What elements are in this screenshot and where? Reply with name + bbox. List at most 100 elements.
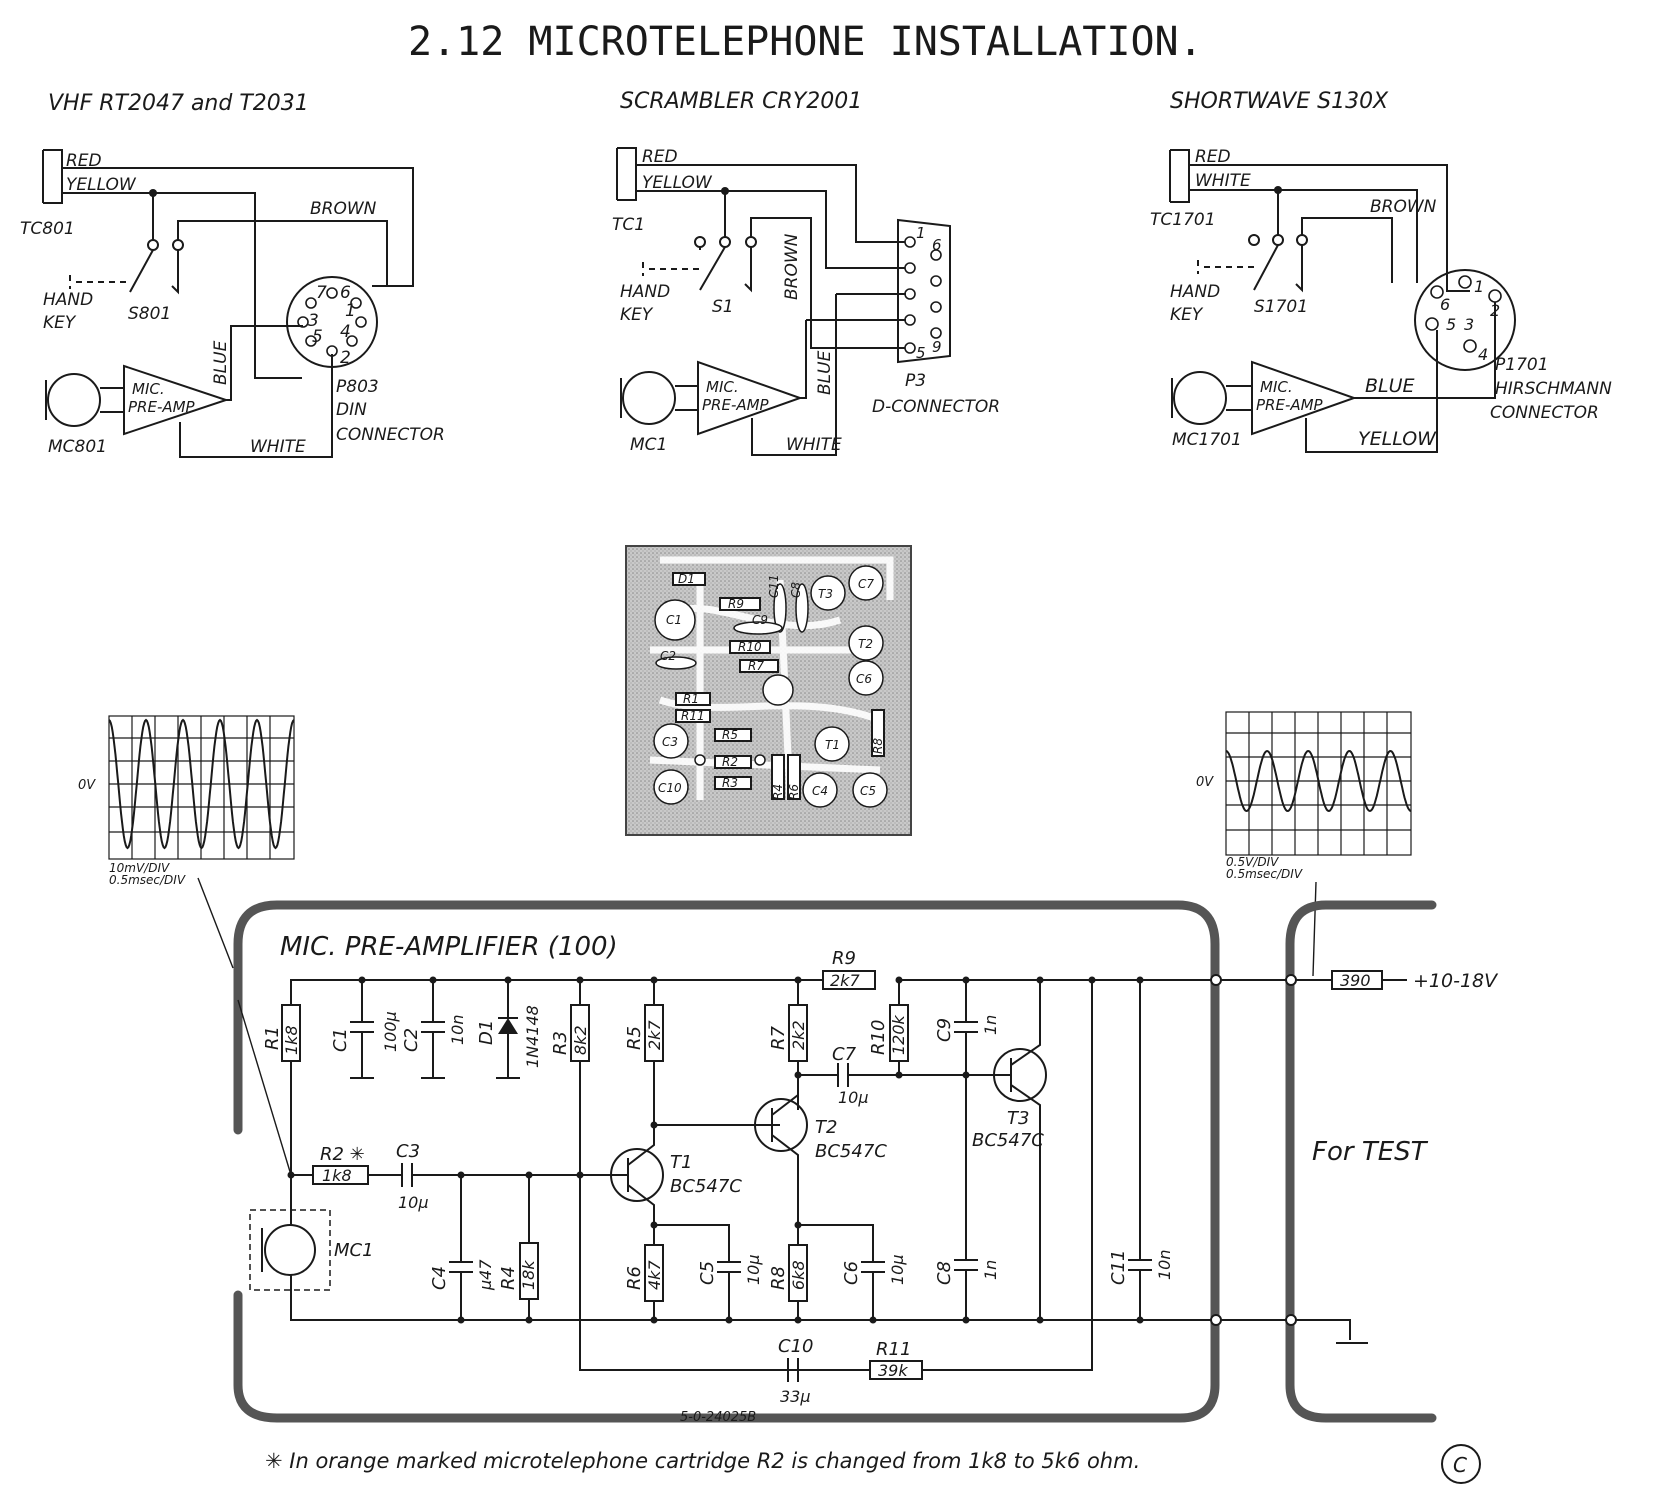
scrambler-switch-label: S1 — [712, 297, 734, 317]
shortwave-wire-brown: BROWN — [1370, 197, 1437, 217]
shortwave-wire-blue: BLUE — [1365, 375, 1415, 397]
drawing-number: 5-0-24025B — [680, 1410, 756, 1425]
pcb-label-r3: R3 — [722, 776, 738, 790]
scrambler-wire-white: WHITE — [786, 435, 842, 455]
pcb-label-c3: C3 — [662, 735, 678, 749]
vhf-wire-blue: BLUE — [211, 340, 231, 385]
vhf-yellow-wire — [62, 192, 302, 379]
mc1-mic-icon — [264, 1224, 316, 1276]
c11-capacitor — [1128, 980, 1152, 1320]
pcb-label-c5: C5 — [860, 784, 876, 798]
r2-value: 1k8 — [322, 1166, 352, 1185]
scrambler-heading: SCRAMBLER CRY2001 — [620, 89, 862, 114]
test-frame — [1285, 900, 1437, 1423]
pcb-label-r6: R6 — [787, 784, 801, 800]
shortwave-pin1: 1 — [1474, 277, 1484, 296]
vhf-earpiece-icon — [42, 149, 63, 204]
r8-value: 6k8 — [789, 1260, 808, 1290]
r10-label: R10 — [868, 1020, 889, 1055]
c9-label: C9 — [934, 1018, 955, 1042]
vhf-amp-label2: PRE-AMP — [128, 398, 196, 416]
c3-label: C3 — [396, 1141, 420, 1162]
shortwave-amp-label2: PRE-AMP — [1256, 396, 1324, 414]
c9-value: 1n — [981, 1015, 1000, 1035]
scrambler-wire-blue: BLUE — [815, 350, 835, 395]
vhf-pin6: 6 — [340, 283, 351, 303]
left-scope-tdiv: 0.5msec/DIV — [109, 873, 186, 887]
shortwave-white-wire — [1189, 189, 1418, 283]
pcb-label-c4: C4 — [812, 784, 828, 798]
pcb-label-c10: C10 — [658, 781, 682, 795]
shortwave-switch-label: S1701 — [1254, 297, 1308, 317]
pcb-label-c2: C2 — [660, 649, 676, 663]
vhf-hand-key-label2: KEY — [43, 313, 77, 333]
shortwave-wire-red: RED — [1195, 147, 1231, 167]
scrambler-connector-label: P3 — [905, 371, 926, 391]
c4-capacitor — [449, 1175, 473, 1320]
vhf-wire-red: RED — [66, 151, 102, 171]
c5-label: C5 — [697, 1261, 718, 1285]
c5-value: 10µ — [744, 1254, 763, 1285]
pcb-label-r4: R4 — [771, 784, 785, 800]
scrambler-hand-key-label2: KEY — [620, 305, 654, 325]
pcb-label-t1: T1 — [825, 738, 840, 752]
shortwave-hand-key-label: HAND — [1170, 282, 1220, 302]
r6-label: R6 — [624, 1266, 645, 1290]
shortwave-preamp-icon — [1251, 360, 1358, 436]
r11-label: R11 — [876, 1339, 911, 1360]
shortwave-hirschmann-icon — [1414, 269, 1516, 371]
scrambler-pin6: 6 — [932, 236, 942, 254]
c8-label: C8 — [934, 1261, 955, 1285]
vhf-red-wire — [62, 167, 414, 287]
c7-capacitor — [798, 1063, 1000, 1087]
scrambler-wire-brown: BROWN — [782, 233, 802, 300]
pcb-label-c1: C1 — [666, 613, 682, 627]
scrambler-wire-yellow: YELLOW — [642, 173, 713, 193]
vhf-connector-label3: CONNECTOR — [336, 425, 445, 445]
vhf-hand-key-icon — [69, 275, 128, 289]
mc1-label: MC1 — [334, 1240, 374, 1261]
copyright-circle — [1441, 1444, 1481, 1484]
shortwave-blue-wire — [1354, 302, 1496, 399]
scrambler-mic-label: MC1 — [630, 435, 667, 455]
scrambler-pin5: 5 — [916, 344, 926, 362]
shortwave-pin4: 4 — [1478, 345, 1488, 364]
vhf-brown-wire — [177, 220, 388, 287]
r9-value: 2k7 — [830, 971, 860, 990]
r10-value: 120k — [889, 1014, 908, 1055]
vhf-wire-white: WHITE — [250, 437, 306, 457]
scrambler-d-connector-icon — [897, 218, 951, 364]
vhf-din-pins — [297, 287, 367, 357]
scrambler-connector-label2: D-CONNECTOR — [872, 397, 1000, 417]
c10-value: 33µ — [780, 1387, 811, 1406]
shortwave-mic-label: MC1701 — [1172, 430, 1242, 450]
vhf-white-wire — [179, 354, 333, 458]
vhf-pin2: 2 — [340, 348, 351, 368]
pcb-label-t3: T3 — [818, 587, 833, 601]
shortwave-mic-icon — [1173, 371, 1227, 425]
left-scope-vdiv: 10mV/DIV — [109, 861, 170, 875]
c7-label: C7 — [832, 1044, 857, 1065]
t1-value: BC547C — [670, 1176, 742, 1197]
pcb-label-c11: C11 — [767, 574, 781, 598]
r9-label: R9 — [832, 948, 856, 969]
pcb-label-t2: T2 — [858, 637, 873, 651]
scrambler-diagram: SCRAMBLER CRY2001 RED YELLOW TC1 BROWN H… — [612, 89, 1000, 456]
vhf-earpiece-label: TC801 — [20, 219, 75, 239]
r5-label: R5 — [624, 1026, 645, 1050]
scrambler-red-wire — [636, 164, 906, 243]
right-scope-waveform — [1225, 749, 1412, 813]
shortwave-hand-key-icon — [1197, 260, 1254, 274]
left-scope-waveform — [108, 718, 295, 850]
pcb-label-r2: R2 — [722, 755, 738, 769]
vhf-pin3: 3 — [308, 311, 319, 331]
c9-c8-capacitors — [954, 980, 978, 1320]
vhf-mic-label: MC801 — [48, 437, 107, 457]
vhf-pin7: 7 — [316, 283, 327, 303]
t1-label: T1 — [670, 1152, 692, 1173]
preamp-title: MIC. PRE-AMPLIFIER (100) — [280, 932, 618, 962]
pcb-label-c8: C8 — [789, 582, 803, 598]
scrambler-d-pins — [904, 236, 942, 354]
r4-value: 18k — [519, 1260, 538, 1290]
c6-value: 10µ — [888, 1254, 907, 1285]
